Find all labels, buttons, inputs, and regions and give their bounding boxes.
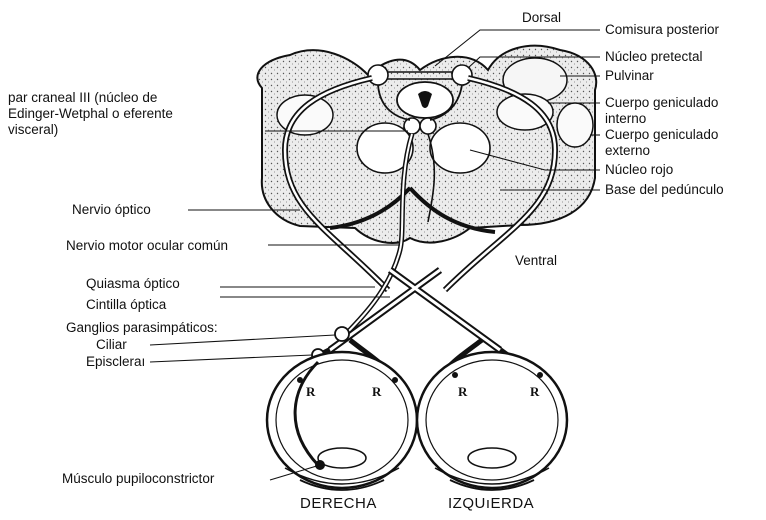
label-ventral: Ventral <box>515 253 557 269</box>
cuerpo-geniculado-externo <box>557 103 593 147</box>
eye-derecha <box>267 352 417 490</box>
label-nucleo-pretectal: Núcleo pretectal <box>605 49 703 65</box>
quiasma-optico-inner <box>330 270 500 350</box>
retina-receptor <box>392 377 398 383</box>
label-cuerpo-geniculado-interno: Cuerpo geniculado interno <box>605 95 718 127</box>
edinger-westphal-left <box>404 118 420 134</box>
edinger-westphal-right <box>420 118 436 134</box>
retina-receptor <box>537 372 543 378</box>
quiasma-optico <box>330 270 500 350</box>
label-episcleral: Episcleraı <box>86 354 145 370</box>
eye-izquierda <box>417 352 567 490</box>
label-quiasma-optico: Quiasma óptico <box>86 276 180 292</box>
nucleo-rojo-right <box>430 123 490 173</box>
retina-mark-r: R <box>458 384 467 400</box>
label-ciliar: Ciliar <box>96 337 127 353</box>
label-nucleo-rojo: Núcleo rojo <box>605 162 673 178</box>
label-nervio-optico: Nervio óptico <box>72 202 151 218</box>
label-par-craneal-iii: par craneal III (núcleo de Edinger-Wetph… <box>8 90 173 138</box>
ganglio-ciliar <box>335 327 349 341</box>
label-nervio-motor-ocular-comun: Nervio motor ocular común <box>66 238 228 254</box>
retina-mark-r: R <box>372 384 381 400</box>
nucleo-pretectal-right <box>452 65 472 85</box>
label-cintilla-optica: Cintilla óptica <box>86 297 166 313</box>
label-izquierda: IZQUıERDA <box>448 496 534 512</box>
nucleo-pretectal-left <box>368 65 388 85</box>
label-dorsal: Dorsal <box>522 10 561 26</box>
label-comisura-posterior: Comisura posterior <box>605 22 719 38</box>
retina-mark-r: R <box>306 384 315 400</box>
left-geniculate <box>277 95 333 135</box>
label-ganglios-parasimpaticos: Ganglios parasimpáticos: <box>66 320 218 336</box>
retina-mark-r: R <box>530 384 539 400</box>
label-cuerpo-geniculado-externo: Cuerpo geniculado externo <box>605 127 718 159</box>
label-derecha: DERECHA <box>300 496 377 512</box>
label-base-pedunculo: Base del pedúnculo <box>605 182 724 198</box>
retina-receptor <box>452 372 458 378</box>
label-pulvinar: Pulvinar <box>605 68 654 84</box>
label-musculo-pupiloconstrictor: Músculo pupiloconstrictor <box>62 471 214 487</box>
